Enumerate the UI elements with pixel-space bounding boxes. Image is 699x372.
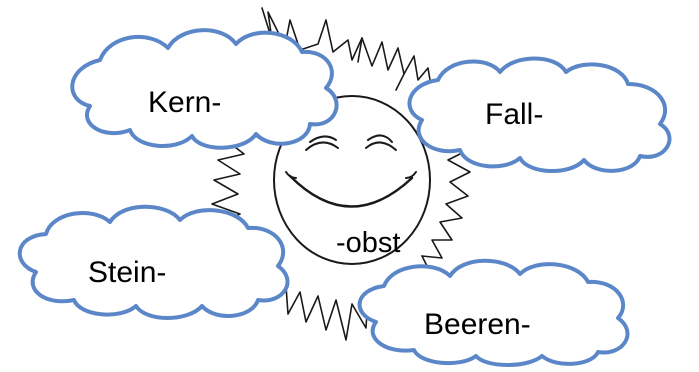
cloud-label-stein: Stein-	[88, 256, 167, 289]
cloud-stein	[17, 204, 290, 320]
cloud-label-beeren: Beeren-	[424, 308, 531, 341]
cloud-fall	[407, 56, 672, 173]
cloud-label-fall: Fall-	[485, 98, 544, 131]
sun-face	[273, 95, 431, 265]
cloud-label-kern: Kern-	[148, 86, 222, 119]
cloud-kern	[70, 28, 339, 150]
cloud-beeren	[357, 258, 630, 367]
center-label-obst: -obst	[336, 227, 401, 259]
